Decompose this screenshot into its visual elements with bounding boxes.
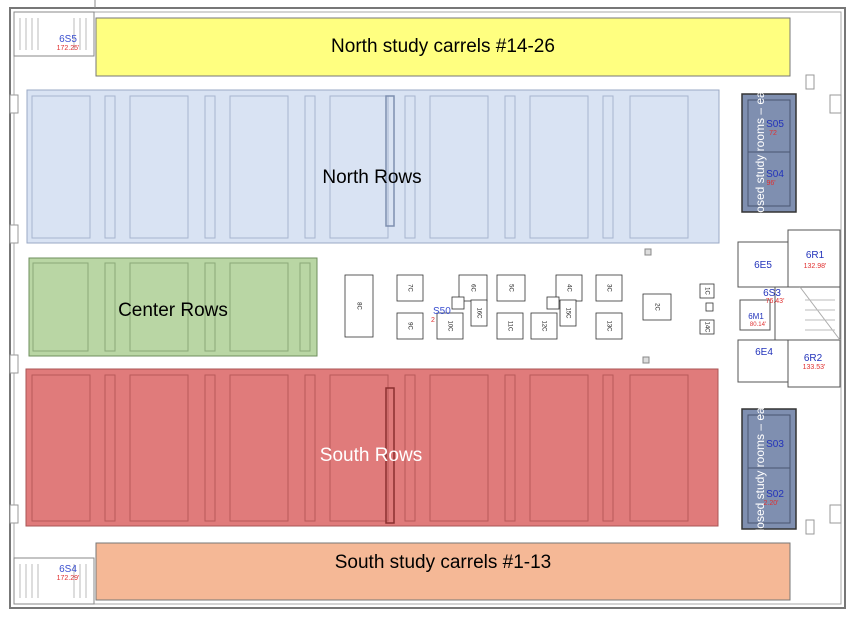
carrel-4c-label: 4C <box>565 284 571 292</box>
outer-wall <box>9 7 846 609</box>
zone-south-carrels-label: South study carrels #1-13 <box>335 552 552 573</box>
room-s50-area: 2 <box>431 317 435 324</box>
room-6m1-area: 80.14' <box>750 322 766 328</box>
room-6r2-area: 133.53' <box>803 364 826 371</box>
stair-6s5 <box>13 11 95 57</box>
north-rows-shelving <box>31 95 689 239</box>
carrel-14c[interactable] <box>699 319 715 335</box>
carrel-2c-label: 2C <box>653 303 659 311</box>
room-6m1-code: 6M1 <box>748 312 764 321</box>
room-s502-code: S02 <box>766 489 784 500</box>
east-core-walls <box>737 229 841 388</box>
stair-6s4 <box>13 557 95 605</box>
carrel-connector-2 <box>546 296 560 310</box>
zone-closed-rooms-east-top-label: Closed study rooms – east <box>753 81 767 224</box>
room-6s3-area: 76.43' <box>766 298 785 305</box>
carrel-5c-label: 5C <box>507 284 513 292</box>
carrel-13c-label: 13C <box>605 320 611 332</box>
zone-closed-rooms-east-bottom-label: Closed study rooms – east <box>753 397 767 540</box>
room-s504-code: S04 <box>766 169 784 180</box>
carrel-1c[interactable] <box>699 283 715 299</box>
room-s504-area: 96' <box>766 180 775 187</box>
zone-center-rows-label: Center Rows <box>118 300 228 321</box>
room-s502-area: 2.20' <box>764 500 779 507</box>
room-s503-code: S03 <box>766 439 784 450</box>
carrel-13c[interactable] <box>595 312 623 340</box>
room-s505-code: S05 <box>766 119 784 130</box>
carrel-4c[interactable] <box>555 274 583 302</box>
room-6s5-area: 172.25' <box>57 45 80 52</box>
zone-closed-rooms-east-top[interactable] <box>741 93 797 213</box>
room-6s5-code: 6S5 <box>59 34 77 45</box>
carrel-3c[interactable] <box>595 274 623 302</box>
carrel-7c-label: 7C <box>406 284 412 292</box>
room-6e4-code: 6E4 <box>755 347 773 358</box>
carrel-15c-label: 15C <box>564 307 570 319</box>
carrel-3c-label: 3C <box>605 284 611 292</box>
carrel-6c-label: 6C <box>469 284 475 292</box>
zone-north-rows[interactable] <box>26 89 720 244</box>
carrel-15c[interactable] <box>559 299 577 327</box>
zone-closed-rooms-east-bottom[interactable] <box>741 408 797 530</box>
carrel-7c[interactable] <box>396 274 424 302</box>
room-6r2-code: 6R2 <box>804 353 823 364</box>
east-wall-columns <box>805 74 842 535</box>
center-rows-shelving <box>32 262 311 352</box>
carrel-12c[interactable] <box>530 312 558 340</box>
room-6e5-code: 6E5 <box>754 260 772 271</box>
carrel-12c-label: 12C <box>540 320 546 332</box>
room-s505-area: 72 <box>769 130 777 137</box>
room-6r1-code: 6R1 <box>806 250 825 261</box>
carrel-11c-label: 11C <box>506 321 512 332</box>
carrel-5c[interactable] <box>496 274 526 302</box>
carrel-2c[interactable] <box>642 293 672 321</box>
carrel-connector-3 <box>705 302 714 312</box>
carrel-9c-label: 9C <box>406 322 412 330</box>
zone-center-rows[interactable] <box>28 257 318 357</box>
room-6s4-code: 6S4 <box>59 564 77 575</box>
zone-north-carrels-label: North study carrels #14-26 <box>331 36 555 57</box>
carrel-8c-label: 8C <box>355 302 361 310</box>
west-wall-columns <box>9 94 19 524</box>
zone-north-carrels[interactable] <box>95 17 791 77</box>
carrel-1c-label: 1C <box>703 287 709 295</box>
inner-wall <box>13 11 842 605</box>
zone-north-rows-label: North Rows <box>322 167 421 188</box>
south-rows-shelving <box>31 374 689 522</box>
carrel-10c-label: 10C <box>446 320 452 332</box>
column-markers <box>642 248 652 364</box>
carrel-8c[interactable] <box>344 274 374 338</box>
carrel-16c-label: 16C <box>475 307 481 319</box>
zone-south-carrels[interactable] <box>95 542 791 601</box>
carrel-14c-label: 14C <box>703 321 709 333</box>
room-6s4-area: 172.29' <box>57 575 80 582</box>
zone-south-rows-label: South Rows <box>320 445 422 466</box>
carrel-connector-1 <box>451 296 465 310</box>
room-6r1-area: 132.98' <box>804 263 827 270</box>
room-s50-code: S50 <box>433 306 451 317</box>
carrel-10c[interactable] <box>436 312 464 340</box>
room-6s3-code: 6S3 <box>763 288 781 299</box>
carrel-9c[interactable] <box>396 312 424 340</box>
carrel-16c[interactable] <box>470 299 488 327</box>
carrel-11c[interactable] <box>496 312 524 340</box>
carrel-cluster: 1C 2C 3C 4C 5C 6C 7C 8C 9C 10C 11C 12C 13C 14C 15C 16C <box>344 274 715 340</box>
